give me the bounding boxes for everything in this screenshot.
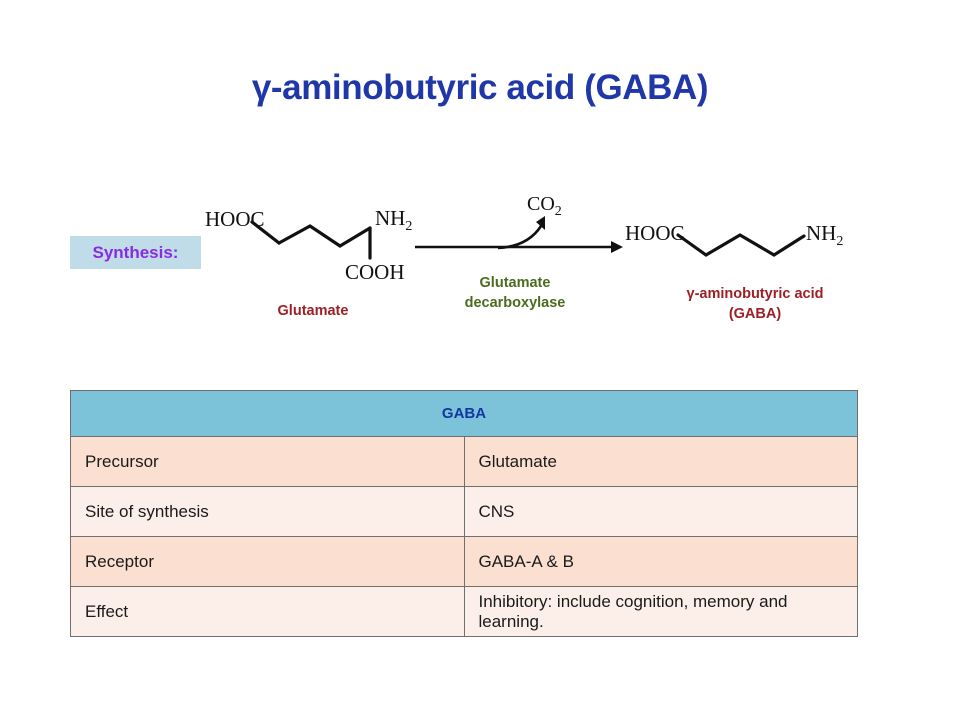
synthesis-label-text: Synthesis: [92, 242, 179, 262]
glutamate-caption: Glutamate [277, 303, 349, 319]
row-value-site-of-synthesis: CNS [463, 486, 858, 537]
glutamate-structure [250, 220, 372, 260]
glutamate-cooh-label: COOH [345, 260, 405, 284]
co2-label: CO2 [527, 193, 562, 219]
row-label-effect: Effect [70, 586, 465, 637]
gaba-nh2-label: NH2 [806, 221, 843, 249]
synthesis-label: Synthesis: [70, 236, 201, 269]
gaba-structure [676, 233, 806, 257]
row-label-site-of-synthesis: Site of synthesis [70, 486, 465, 537]
row-value-precursor: Glutamate [463, 436, 858, 487]
gaba-summary-table: GABA Precursor Glutamate Site of synthes… [70, 390, 858, 637]
reaction-scheme-diagram: HOOC NH2 COOH CO2 HOOC NH2 [205, 193, 843, 284]
table-row: Precursor Glutamate [70, 436, 858, 487]
gaba-hooc-label: HOOC [625, 221, 685, 245]
reaction-arrow [415, 241, 623, 253]
row-label-precursor: Precursor [70, 436, 465, 487]
table-header-gaba: GABA [70, 390, 858, 437]
table-row: Site of synthesis CNS [70, 486, 858, 537]
row-label-receptor: Receptor [70, 536, 465, 587]
enzyme-label: Glutamate decarboxylase [425, 253, 605, 313]
gaba-product-caption-line2: (GABA) [728, 306, 782, 322]
page-title: γ-aminobutyric acid (GABA) [251, 68, 709, 107]
gaba-product-caption-line1: γ-aminobutyric acid [686, 286, 824, 302]
table-row: Receptor GABA-A & B [70, 536, 858, 587]
gaba-product-caption: γ-aminobutyric acid (GABA) [620, 284, 890, 324]
enzyme-label-text: Glutamate decarboxylase [464, 275, 566, 311]
row-value-effect: Inhibitory: include cognition, memory an… [463, 586, 858, 637]
table-row: Effect Inhibitory: include cognition, me… [70, 586, 858, 637]
row-value-receptor: GABA-A & B [463, 536, 858, 587]
glutamate-hooc-label: HOOC [205, 207, 265, 231]
table-header-row: GABA [70, 390, 858, 437]
glutamate-nh2-label: NH2 [375, 206, 412, 234]
co2-release-arrow [497, 216, 545, 250]
